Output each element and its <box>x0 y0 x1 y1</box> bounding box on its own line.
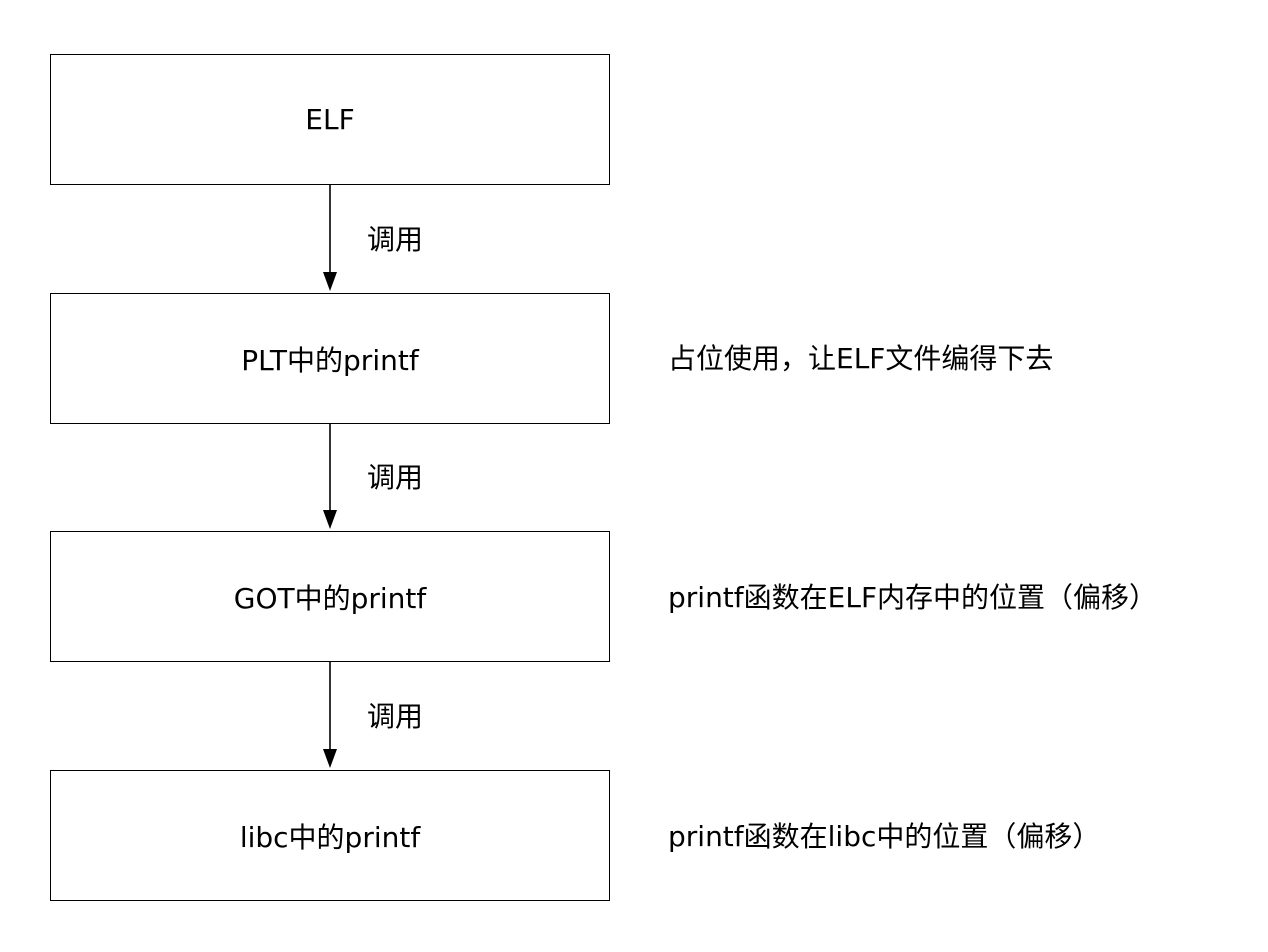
node-plt-printf-label: PLT中的printf <box>241 343 419 377</box>
note-got: printf函数在ELF内存中的位置（偏移） <box>668 581 1158 614</box>
arrow-plt-to-got <box>323 424 337 529</box>
node-plt-printf: PLT中的printf <box>50 293 610 424</box>
arrow-elf-to-plt <box>323 185 337 291</box>
arrow-got-to-libc <box>323 662 337 768</box>
node-libc-printf: libc中的printf <box>50 770 610 901</box>
node-libc-printf-label: libc中的printf <box>239 820 421 854</box>
edge-label-call-2: 调用 <box>367 461 424 494</box>
edge-label-call-1: 调用 <box>367 223 424 256</box>
note-libc: printf函数在libc中的位置（偏移） <box>668 820 1101 853</box>
node-elf-label: ELF <box>305 103 355 136</box>
node-got-printf: GOT中的printf <box>50 531 610 662</box>
note-plt: 占位使用，让ELF文件编得下去 <box>668 342 1054 375</box>
edge-label-call-3: 调用 <box>367 700 424 733</box>
node-got-printf-label: GOT中的printf <box>233 581 427 615</box>
node-elf: ELF <box>50 54 610 185</box>
